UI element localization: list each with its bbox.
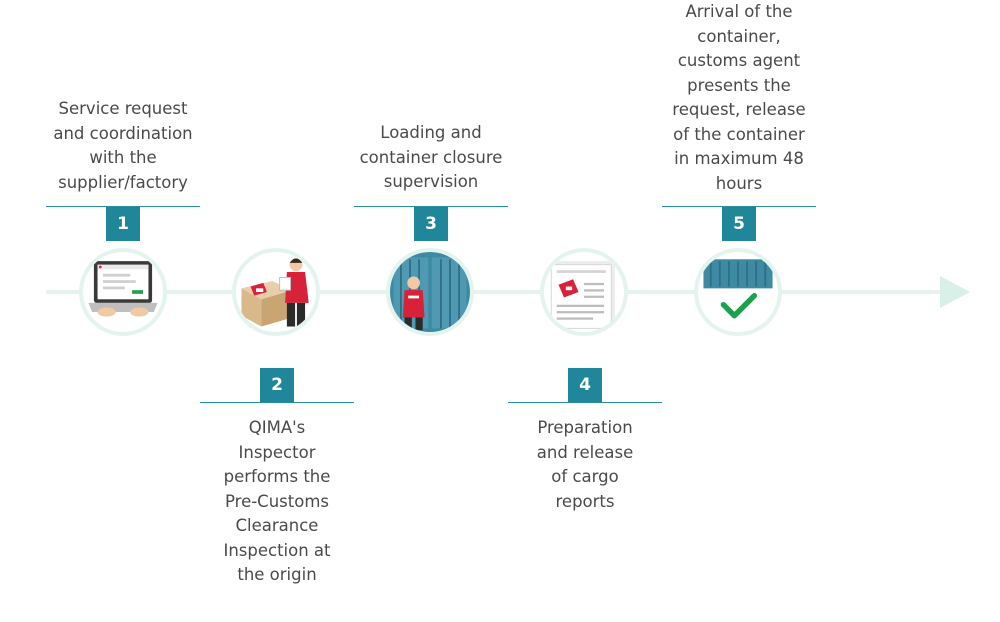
container-loading-icon [390,252,470,332]
step-4-circle [540,248,628,336]
laptop-icon [88,261,158,317]
checkmark-icon [720,292,758,319]
step-2-text-line: QIMA's [248,418,306,437]
step-3-description: Loading and container closure supervisio… [346,121,516,195]
step-1-text-line: supplier/factory [58,172,188,192]
step-2-circle [232,248,320,336]
step-5-text-line: hours [715,173,763,193]
step-2-text-line: Pre-Customs [225,491,329,511]
container-released-icon [703,259,773,319]
step-1-circle [79,248,167,336]
timeline-line [46,290,946,294]
step-3-rule [354,206,508,207]
step-5-rule [662,206,816,207]
step-5-text-line: in maximum 48 [674,149,804,168]
step-2-description: QIMA's Inspector performs the Pre-Custom… [192,416,362,588]
step-2-text-line: Inspection at [223,540,331,560]
step-5-description: Arrival of the container, customs agent … [654,0,824,196]
step-2-text-line: performs the [223,467,331,486]
step-1-text-line: with the [89,148,157,167]
timeline-arrow-icon [940,276,970,308]
step-1-description: Service request and coordination with th… [38,97,208,195]
step-4-text-line: and release [536,442,634,462]
step-5-text-line: request, release [672,100,806,119]
step-5-text-line: container, [697,26,781,46]
inspector-boxes-icon [241,258,309,327]
step-3-badge: 3 [414,207,448,241]
step-1-badge: 1 [106,207,140,241]
step-5-text-line: Arrival of the [685,2,793,21]
step-4-text-line: of cargo [551,467,619,486]
step-1-text-line: and coordination [53,123,193,143]
step-2-text-line: the origin [237,565,317,584]
step-4-text-line: reports [555,491,615,511]
step-3-text-line: supervision [383,172,479,191]
step-5-badge: 5 [722,207,756,241]
step-5-text-line: presents the [687,75,791,95]
step-2-text-line: Inspector [238,442,316,462]
step-3-text-line: container closure [359,147,503,167]
step-5-text-line: customs agent [677,51,801,70]
step-4-text-line: Preparation [537,418,633,437]
step-4-badge: 4 [568,368,602,402]
step-2-badge: 2 [260,368,294,402]
step-4-rule [508,402,662,403]
step-3-text-line: Loading and [380,123,482,142]
step-1-text-line: Service request [58,99,188,118]
step-1-rule [46,206,200,207]
step-2-text-line: Clearance [235,516,319,535]
step-5-text-line: of the container [673,124,805,144]
step-3-circle [386,248,474,336]
step-5-circle [694,248,782,336]
cargo-report-icon [550,261,615,329]
step-2-rule [200,402,354,403]
step-4-description: Preparation and release of cargo reports [500,416,670,514]
